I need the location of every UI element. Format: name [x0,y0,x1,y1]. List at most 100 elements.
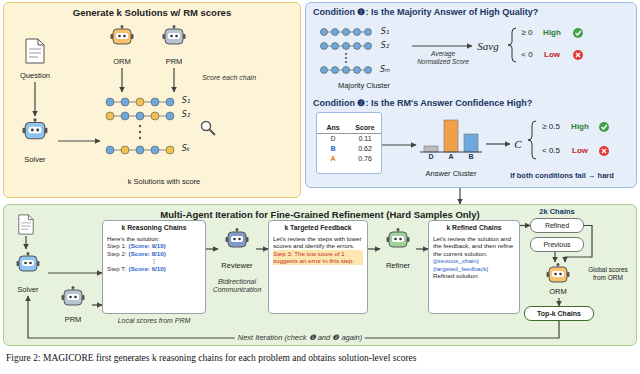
agent-node: Refiner [380,226,416,272]
node-label: ORM [549,287,567,296]
prompt-text: Here's the solution: [107,235,201,243]
annotation: S₂ [178,110,194,120]
connector-arrow [416,248,428,249]
annotation: Global scores from ORM [581,266,635,282]
annotation: B [464,153,478,161]
prompt-text: ⋮ [107,257,201,265]
connector-arrow [459,188,460,204]
table-cell: D [317,134,349,144]
connector-arrow [520,225,530,226]
connector-arrow [368,248,380,249]
node-label: Question [20,71,50,80]
bar-chart [420,120,482,152]
annotation: Score each chain [194,74,264,82]
prompt-text: Step 2: [107,250,127,258]
annotation: If both conditions fail → hard [490,171,634,180]
prompt-text: k Refined Chains [433,224,515,233]
annotation: Local scores from PRM [102,317,206,325]
node-label: Solver [17,285,38,294]
prompt-text: Refined solution: [433,272,515,280]
table-cell: B [317,144,349,154]
annotation: Sₘ [376,65,394,75]
prompt-text: {previous_chain} [433,257,515,265]
brace [508,28,516,62]
table-cell: 0.76 [349,154,381,164]
node-label: PRM [166,57,183,66]
node-label: Reviewer [221,261,252,270]
prompt-text: (Score: 8/10) [129,250,201,258]
connector-arrow [565,226,592,263]
prompt-text: (Score: 9/10) [129,242,201,250]
math-symbol: C [514,138,521,151]
connector-arrow [58,140,100,141]
annotation: 2k Chains [530,207,584,216]
agent-node: Solver [12,116,58,166]
annotation: High [538,28,566,38]
annotation: High [566,122,594,132]
connector-arrow [121,68,122,92]
prompt-text: Let's review the solution and the feedba… [433,235,515,258]
score-table: AnsScoreD0.11B0.62A0.76 [316,112,382,174]
chain-pill: Refined [530,218,584,233]
prompt-text: k Targeted Feedback [273,224,363,233]
chain-label: Top-k Chains [537,309,581,318]
connector-arrow [554,252,555,262]
connector-arrow [28,296,559,338]
table-cell: Score [349,123,381,134]
cross-mark [599,146,609,156]
solution-chains [106,98,174,154]
agent-node: Reviewer [218,226,256,272]
chain-box: k Reasoning ChainsHere's the solution:St… [102,220,206,314]
connector-arrow [486,143,510,144]
agent-node: ORM [538,262,578,298]
chain-pill: Previous [530,237,584,252]
node-label: Answer Cluster [426,169,477,178]
connector-arrow [412,45,472,46]
annotation: Low [566,146,594,156]
input-arrow [25,236,26,249]
agent-node: PRM [156,24,192,68]
chain-label: Previous [543,240,570,249]
agent-node: Solver [8,250,48,296]
table-cell: A [317,154,349,164]
annotation: ≥ 0 [516,28,538,38]
annotation: Sₖ [178,144,194,154]
check-mark [599,122,609,132]
panel-heading: Generate k Solutions w/ RM scores [11,7,293,18]
panel-heading: Condition ❶: Is the Majority Answer of H… [313,7,629,18]
panel-heading: Condition ❷: Is the RM's Answer Confiden… [313,98,629,109]
node-label: Solver [24,155,45,164]
stage-panel: Multi-Agent Iteration for Fine-Grained R… [3,204,637,346]
node-label: ORM [113,57,131,66]
annotation: < 0 [516,50,538,60]
score-symbol: Savg [472,36,504,56]
prompt-text: {targeted_feedback} [433,265,515,273]
figure-caption: Figure 2: MAGICORE first generates k rea… [6,352,634,364]
annotation: D [424,153,438,161]
math-symbol: Savg [477,40,498,53]
brace [528,121,536,159]
agent-node: k Solutions with score [100,92,228,188]
stage-panel: Condition ❶: Is the Majority Answer of H… [305,2,637,188]
table-cell: Ans [317,123,349,134]
table-cell: 0.62 [349,144,381,154]
prompt-text: Step 1: [107,242,127,250]
annotation: A [444,153,458,161]
prompt-text: Step T: [107,265,127,273]
connector-arrow [256,248,268,249]
node-label: Majority Cluster [338,81,390,90]
check-mark [573,28,583,38]
chain-box: k Targeted FeedbackLet's review the step… [268,220,368,314]
annotation: Low [538,50,566,60]
chain-label: Refined [545,221,569,230]
connector-arrow [34,82,35,116]
agent-node: PRM [54,284,92,326]
score-symbol: C [510,134,526,154]
prompt-text: Step 3: The low score of 1 suggests an e… [273,250,363,265]
connector-arrow [173,68,174,92]
table-cell: 0.11 [349,134,381,144]
chain-box: k Refined ChainsLet's review the solutio… [428,220,520,314]
edge-label: Next Iteration (check ❶ and ❷ again) [235,333,365,342]
agent-node: ORM [104,24,140,68]
connector-arrow [92,304,102,305]
